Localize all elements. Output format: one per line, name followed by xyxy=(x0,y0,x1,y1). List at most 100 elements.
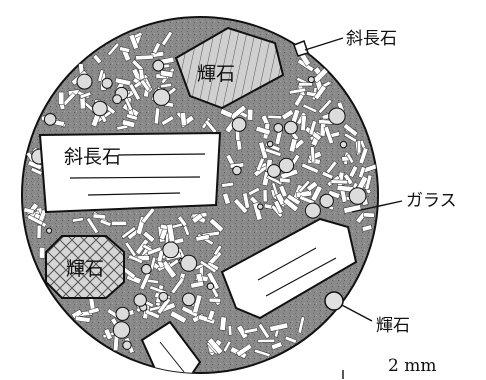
vesicle xyxy=(284,120,298,135)
microlith-lath xyxy=(302,103,318,114)
microlith-lath xyxy=(222,340,232,353)
microlith-lath xyxy=(111,220,127,226)
vesicle xyxy=(348,187,367,205)
microlith-lath xyxy=(253,348,271,358)
vesicle xyxy=(46,227,53,234)
microlith-lath xyxy=(199,259,217,274)
microlith-lath xyxy=(88,307,100,315)
microlith-lath xyxy=(26,214,44,226)
microlith-lath xyxy=(279,177,291,184)
vesicle xyxy=(339,140,348,149)
microlith-lath xyxy=(358,166,366,179)
microlith-lath xyxy=(125,113,139,121)
microlith-lath xyxy=(313,84,327,101)
microlith-lath xyxy=(121,119,136,128)
microlith-lath xyxy=(153,107,161,125)
plagioclase-bottom-crystal xyxy=(140,320,202,373)
microlith-lath xyxy=(197,314,216,325)
microlith-lath xyxy=(207,337,224,355)
microlith-lath xyxy=(222,192,231,205)
microlith-lath xyxy=(257,338,275,343)
leader-plagioclase-small xyxy=(304,37,344,51)
microlith-lath xyxy=(317,98,333,114)
microlith-lath xyxy=(161,30,174,47)
microlith-lath xyxy=(192,294,203,314)
microlith-lath xyxy=(325,160,338,175)
microlith-lath xyxy=(213,244,223,256)
vesicle xyxy=(304,202,321,219)
microlith-lath xyxy=(99,218,112,227)
label-pyroxene-top: 輝石 xyxy=(197,63,235,85)
microlith-lath xyxy=(306,180,319,192)
vesicle xyxy=(158,291,169,302)
microlith-lath xyxy=(257,323,271,339)
microlith-lath xyxy=(266,174,283,186)
microlith-lath xyxy=(180,305,199,318)
microlith-lath xyxy=(308,120,317,136)
microlith-lath xyxy=(144,309,161,320)
microlith-lath xyxy=(348,165,359,178)
microlith-lath xyxy=(142,230,156,243)
microlith-lath xyxy=(38,247,46,259)
vesicle xyxy=(180,254,198,272)
microlith-lath xyxy=(343,132,358,143)
microlith-lath xyxy=(361,224,373,232)
microlith-lath xyxy=(233,198,249,214)
pyroxene-left-crystal xyxy=(45,235,125,299)
microlith-lath xyxy=(207,309,216,321)
microlith-lath xyxy=(92,213,107,220)
vesicle xyxy=(112,321,131,339)
microlith-lath xyxy=(269,322,289,332)
microlith-lath xyxy=(227,325,233,336)
microlith-lath xyxy=(297,316,306,334)
vesicle xyxy=(141,263,152,275)
vesicle xyxy=(133,293,147,307)
microlith-lath xyxy=(97,69,105,83)
pyroxene-top-crystal xyxy=(174,26,285,110)
microlith-lath xyxy=(107,42,120,57)
microlith-lath xyxy=(267,114,282,120)
label-pyroxene-left: 輝石 xyxy=(66,258,104,280)
plagioclase-small-crystal xyxy=(293,40,309,57)
vesicle xyxy=(92,100,108,117)
microlith-lath xyxy=(119,46,131,53)
vesicle xyxy=(76,73,93,90)
vesicle xyxy=(307,76,315,84)
microlith-lath xyxy=(139,79,151,92)
microlith-lath xyxy=(255,157,265,172)
microlith-lath xyxy=(301,162,320,174)
microlith-lath xyxy=(358,147,369,165)
vesicle xyxy=(206,282,215,290)
microlith-lath xyxy=(74,315,91,323)
microlith-lath xyxy=(330,179,348,185)
vesicle xyxy=(43,113,57,126)
vesicle xyxy=(101,77,113,89)
vesicle xyxy=(266,140,274,148)
microlith-lath xyxy=(363,212,375,218)
microlith-lath xyxy=(219,108,234,119)
microlith-lath xyxy=(152,42,162,55)
microlith-lath xyxy=(114,77,132,86)
leader-glass xyxy=(351,200,403,213)
microlith-lath xyxy=(58,91,65,105)
microlith-lath xyxy=(135,54,154,61)
vesicle-group xyxy=(31,59,367,350)
microlith-lath xyxy=(247,186,261,197)
microlith-lath xyxy=(273,199,284,215)
microlith-lath xyxy=(229,104,247,120)
microlith-lath xyxy=(364,174,373,191)
microlith-lath xyxy=(156,248,165,263)
microlith-lath xyxy=(140,207,156,224)
microlith-lath xyxy=(323,125,334,145)
scale-label: 2 mm xyxy=(388,356,436,376)
vesicle xyxy=(257,203,264,210)
label-plagioclase-small: 斜長石 xyxy=(346,29,397,49)
label-pyroxene-right: 輝石 xyxy=(376,316,410,336)
microlith-lath xyxy=(346,153,355,164)
microlith-lath xyxy=(264,147,282,157)
microlith-lath xyxy=(128,83,141,101)
microlith-lath xyxy=(71,217,84,223)
microlith-lath xyxy=(103,328,113,341)
